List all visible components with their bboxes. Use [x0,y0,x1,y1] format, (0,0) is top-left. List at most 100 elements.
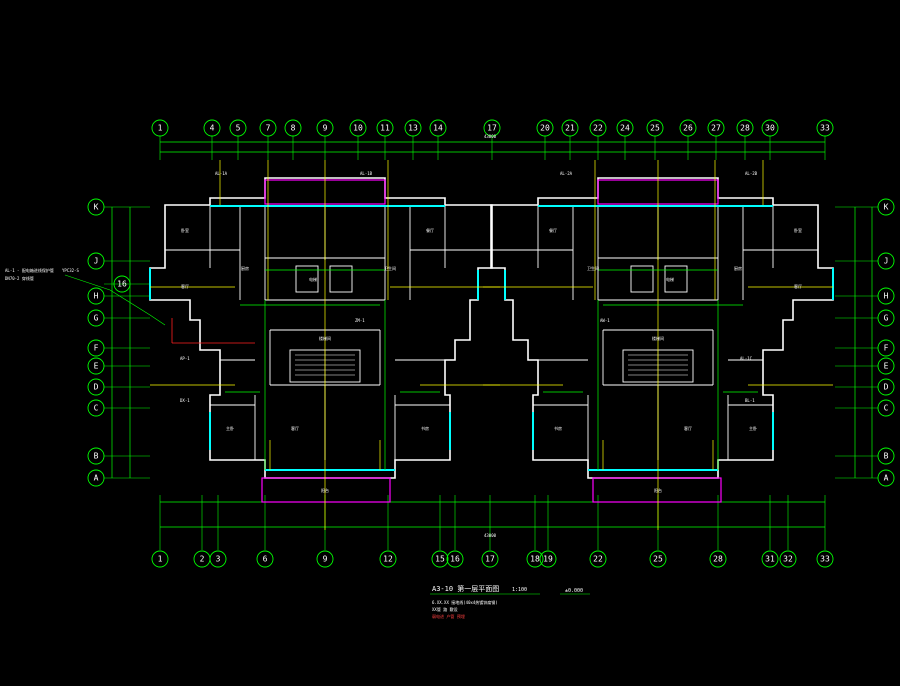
bottom-axis-bubble-18-circle [526,550,544,568]
bottom-axis-bubble-9: 9 [316,550,334,568]
room-label: 阳台 [321,487,329,493]
top-axis-bubble-33: 33 [816,119,834,137]
right-row-bubble-H: H [877,287,895,305]
outer-wall [149,177,493,479]
bottom-axis-bubble-28: 28 [709,550,727,568]
building-right-unit [483,160,834,530]
circuit-annotation: ZM-1 [355,318,365,323]
left-row-bubble-D-7-label: D [94,383,99,392]
right-row-bubble-J-label: J [884,257,889,266]
top-overall-dimension: 43000 [484,134,497,139]
bottom-axis-bubble-31-label: 31 [765,555,775,564]
bottom-axis-bubble-25: 25 [649,550,667,568]
conduits [483,160,833,530]
annotation-leader [64,274,166,326]
left-row-bubble-E-6-label: E [94,362,99,371]
bottom-axis-bubble-3-label: 3 [216,555,221,564]
top-axis-bubble-21-circle [561,119,579,137]
bottom-axis-bubble-25-circle [649,550,667,568]
right-row-bubble-D-label: D [884,383,889,392]
left-row-bubble-16-2: 16 [113,275,131,293]
top-axis-bubble-28: 28 [736,119,754,137]
top-axis-bubble-21: 21 [561,119,579,137]
circuit-annotation: DX-1 [180,398,190,403]
bottom-axis-bubble-9-circle [316,550,334,568]
left-row-bubble-J-1: J [87,252,105,270]
top-axis-bubble-30-label: 30 [765,124,775,133]
top-axis-bubble-11-label: 11 [380,124,390,133]
top-axis-bubble-27-circle [707,119,725,137]
bottom-axis-bubble-17-circle [481,550,499,568]
room-label: 书房 [554,425,562,431]
bottom-axis-bubble-16-circle [446,550,464,568]
room-label: 电梯 [666,276,674,282]
room-label: 客厅 [684,425,692,431]
left-row-bubble-A-10: A [87,469,105,487]
bottom-axis-bubble-3-circle [209,550,227,568]
top-axis-bubble-24-label: 24 [620,124,630,133]
right-row-bubble-D-circle [877,378,895,396]
right-row-bubble-J-circle [877,252,895,270]
top-axis-bubble-33-circle [816,119,834,137]
bottom-axis-bubble-32-label: 32 [783,555,793,564]
left-row-bubble-H-3: H [87,287,105,305]
bottom-axis-bubble-12-label: 12 [383,555,393,564]
top-axis-bubble-10: 10 [349,119,367,137]
left-row-bubble-K-0-circle [87,198,105,216]
top-axis-bubble-20-label: 20 [540,124,550,133]
title-block: A3-10 第一层平面图 1:100 6.XX.XX 接地线(40x4热镀锌扁钢… [430,584,590,619]
top-axis-bubble-22-label: 22 [593,124,603,133]
top-axis-bubble-25: 25 [646,119,664,137]
top-axis-bubble-7-label: 7 [266,124,271,133]
top-axis-bubble-27-label: 27 [711,124,721,133]
left-row-bubble-B-9-circle [87,447,105,465]
room-label: 厨房 [241,265,249,271]
top-axis-bubble-14: 14 [429,119,447,137]
room-label: 客厅 [291,425,299,431]
bottom-axis-bubble-33-label: 33 [820,555,830,564]
circuit-annotation: AW-1 [600,318,610,323]
room-label: 楼梯间 [652,335,664,341]
top-axis-bubble-8-label: 8 [291,124,296,133]
top-axis-bubble-7-circle [259,119,277,137]
bottom-axis-bubble-6-label: 6 [263,555,268,564]
top-axis-bubble-5-label: 5 [236,124,241,133]
legend-line-2: XX管 路 敷设 [432,606,458,612]
bottom-axis-bubble-2: 2 [193,550,211,568]
outer-wall [490,177,834,479]
top-axis-bubble-9-circle [316,119,334,137]
room-labels: 卧室客厅厨房卫生间餐厅阳台主卧书房电梯楼梯间客厅卧室客厅厨房卫生间餐厅阳台主卧书… [181,227,802,493]
bottom-axis-bubble-22-circle [589,550,607,568]
right-row-bubble-F: F [877,339,895,357]
right-row-bubble-C: C [877,399,895,417]
bottom-axis-bubble-18: 18 [526,550,544,568]
left-row-bubble-K-0: K [87,198,105,216]
bottom-axis-bubble-1-circle [151,550,169,568]
left-row-bubble-F-5-label: F [94,344,99,353]
top-axis-bubble-26-label: 26 [683,124,693,133]
left-row-bubble-16-2-label: 16 [117,280,127,289]
room-label: 书房 [421,425,429,431]
circuit-annotation: AP-1 [180,356,190,361]
bottom-axis-bubble-12-circle [379,550,397,568]
bottom-axis-bubble-28-circle [709,550,727,568]
left-row-bubble-B-9: B [87,447,105,465]
bottom-axis-bubble-32: 32 [779,550,797,568]
top-axis-bubble-20-circle [536,119,554,137]
north-mark: ±0.000 [565,588,583,594]
right-row-bubble-B-circle [877,447,895,465]
top-axis-bubble-26-circle [679,119,697,137]
circuits [225,269,440,470]
bottom-axis-bubble-32-circle [779,550,797,568]
room-label: 厨房 [734,265,742,271]
right-row-bubble-G-label: G [884,314,889,323]
room-label: 客厅 [181,283,189,289]
left-row-bubble-E-6-circle [87,357,105,375]
room-label: 主卧 [749,425,757,431]
bottom-axis-bubble-22-label: 22 [593,555,603,564]
balcony-bottom [592,477,722,503]
bottom-axis-bubble-31-circle [761,550,779,568]
